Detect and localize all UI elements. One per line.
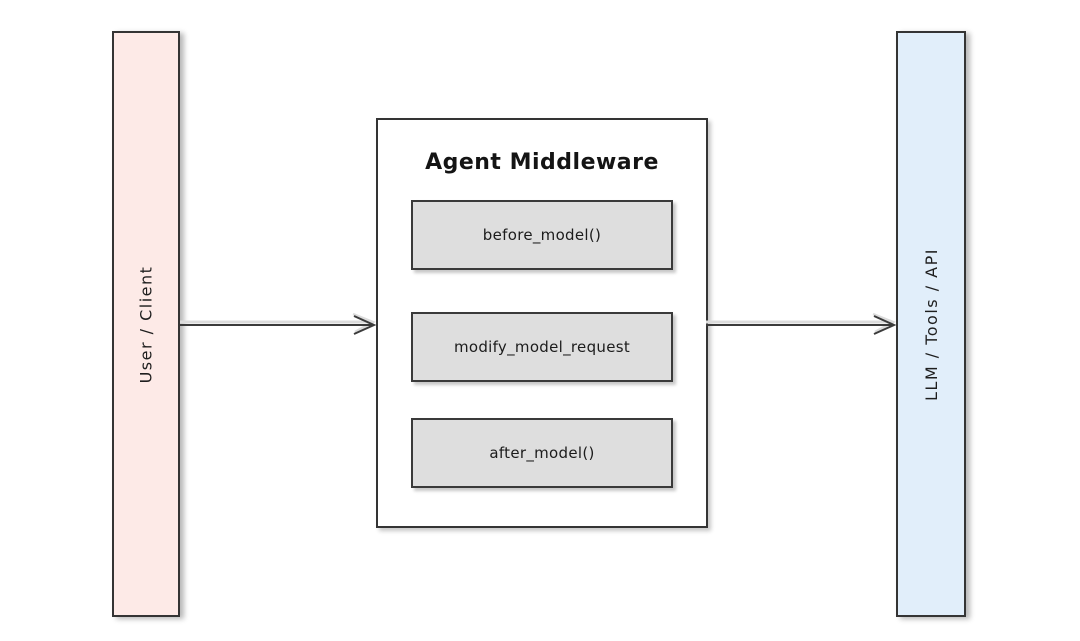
agent-middleware-title: Agent Middleware [425,150,659,175]
hook-after-model: after_model() [411,418,673,488]
hook-modify-model-request: modify_model_request [411,312,673,382]
user-client-label: User / Client [136,265,156,383]
hook-modify-model-request-label: modify_model_request [453,338,631,356]
agent-middleware-box: Agent Middleware before_model() modify_m… [376,118,708,528]
llm-tools-api-label: LLM / Tools / API [921,247,941,401]
hook-after-model-label: after_model() [489,444,595,462]
hook-before-model-label: before_model() [482,226,602,244]
hook-before-model: before_model() [411,200,673,270]
arrow-user-to-middleware [180,309,378,341]
user-client-bar: User / Client [112,31,180,617]
arrow-middleware-to-llm [706,309,898,341]
llm-tools-api-bar: LLM / Tools / API [896,31,966,617]
right-arrow-icon [706,312,897,335]
right-arrow-icon [180,312,377,335]
